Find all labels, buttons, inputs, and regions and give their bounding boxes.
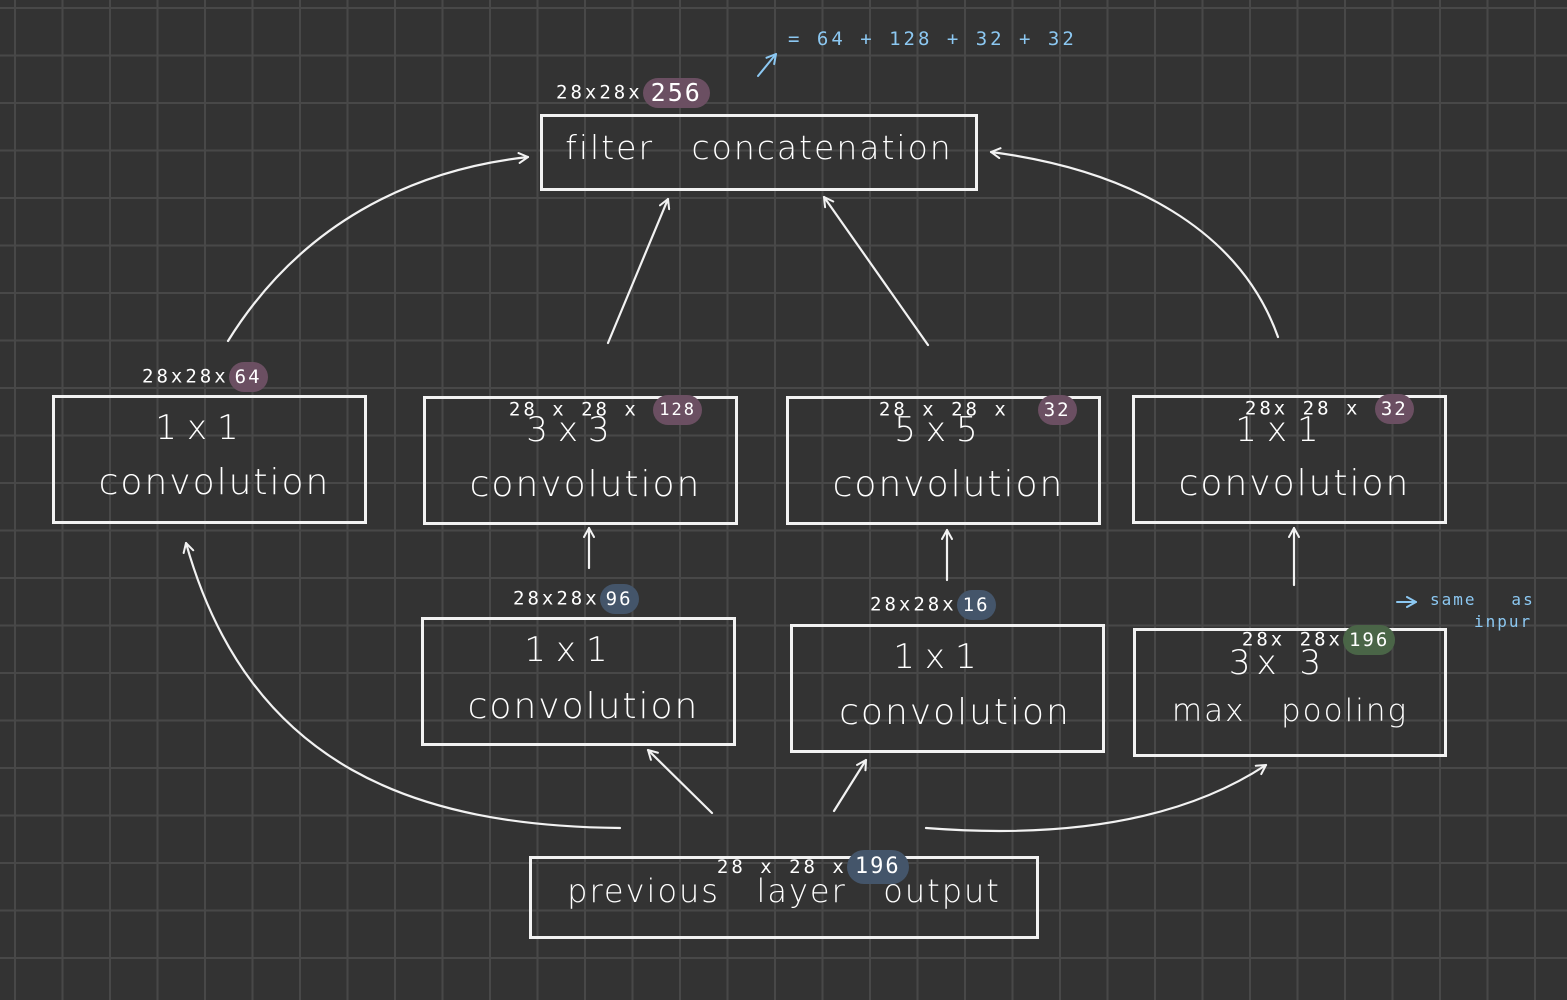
arrow-prev-to-maxpool bbox=[924, 763, 1268, 833]
conv3x3-type-label: convolution bbox=[469, 464, 702, 505]
filter-concatenation-box bbox=[540, 114, 978, 191]
maxpool-type-label: max pooling bbox=[1171, 693, 1409, 729]
conv1x1-pool-dims: 28x 28 x 32 bbox=[1216, 363, 1414, 424]
conv5x5-kernel-label: 5x5 bbox=[894, 410, 988, 450]
conv5x5-dims-value: 32 bbox=[1037, 394, 1077, 425]
conv1x1-a-dims-prefix: 28x28x bbox=[142, 365, 229, 388]
note-arrow-concat-sum bbox=[757, 53, 777, 77]
arrow-conv3x3-to-concat bbox=[606, 197, 671, 345]
reduce5x5-type-label: convolution bbox=[839, 692, 1071, 733]
conv1x1-a-type-label: convolution bbox=[98, 462, 331, 503]
conv1x1-a-kernel-label: 1x1 bbox=[155, 408, 249, 448]
conv1x1-a-dims-value: 64 bbox=[228, 361, 268, 392]
reduce3x3-type-label: convolution bbox=[467, 686, 700, 727]
reduce3x3-dims-prefix: 28x28x bbox=[513, 587, 600, 610]
previous-layer-output-box bbox=[529, 856, 1039, 939]
conv3x3-dims-value: 128 bbox=[653, 394, 703, 425]
maxpool-box bbox=[1133, 628, 1447, 757]
conv3x3-dims: 28 x 28 x 128 bbox=[480, 364, 703, 425]
arrow-prev-to-conv1x1-a bbox=[182, 541, 622, 830]
reduce5x5-dims-value: 16 bbox=[956, 589, 996, 620]
conv1x1-pool-dims-value: 32 bbox=[1374, 393, 1414, 424]
maxpool-kernel-label: 3x 3 bbox=[1228, 643, 1328, 683]
concat-sum-note: = 64 + 128 + 32 + 32 bbox=[788, 28, 1077, 50]
conv5x5-dims-prefix: 28 x 28 x bbox=[878, 398, 1009, 421]
reduce5x5-box bbox=[790, 624, 1105, 753]
conv1x1-pool-dims-prefix: 28x 28 x bbox=[1244, 397, 1361, 420]
previous-dims-value: 196 bbox=[846, 850, 909, 884]
conv3x3-box bbox=[423, 396, 738, 525]
conv1x1-pool-box bbox=[1132, 395, 1447, 524]
arrow-prev-to-reduce5x5 bbox=[832, 758, 868, 813]
maxpool-dims-prefix: 28x 28x bbox=[1241, 628, 1343, 651]
maxpool-dims-value: 196 bbox=[1342, 624, 1396, 655]
concat-dims-value: 256 bbox=[642, 77, 710, 108]
reduce5x5-kernel-label: 1x1 bbox=[893, 637, 987, 677]
conv5x5-type-label: convolution bbox=[832, 464, 1065, 505]
same-as-input-note-line1: same as bbox=[1430, 590, 1535, 609]
concat-dims-prefix: 28x28x bbox=[556, 81, 643, 104]
reduce3x3-dims-value: 96 bbox=[599, 583, 639, 614]
arrow-prev-to-reduce3x3 bbox=[646, 748, 714, 815]
conv1x1-a-box bbox=[52, 395, 367, 524]
conv3x3-dims-prefix: 28 x 28 x bbox=[508, 398, 639, 421]
arrow-conv1x1-pool-to-concat bbox=[989, 147, 1280, 339]
conv5x5-box bbox=[786, 396, 1101, 525]
previous-dims-prefix: 28 x 28 x bbox=[716, 856, 847, 878]
conv1x1-pool-type-label: convolution bbox=[1178, 463, 1411, 504]
reduce5x5-dims-prefix: 28x28x bbox=[870, 593, 957, 616]
arrow-conv1x1-a-to-concat bbox=[226, 152, 530, 343]
conv5x5-dims: 28 x 28 x 32 bbox=[850, 364, 1077, 425]
filter-concatenation-label: filter concatenation bbox=[565, 128, 953, 167]
conv3x3-kernel-label: 3x3 bbox=[526, 410, 620, 450]
reduce3x3-box bbox=[421, 617, 736, 746]
arrow-conv5x5-to-concat bbox=[822, 195, 930, 347]
same-as-input-note-line2: inpur bbox=[1474, 612, 1533, 631]
reduce3x3-kernel-label: 1x1 bbox=[524, 630, 618, 670]
conv1x1-pool-kernel-label: 1x1 bbox=[1235, 410, 1329, 450]
